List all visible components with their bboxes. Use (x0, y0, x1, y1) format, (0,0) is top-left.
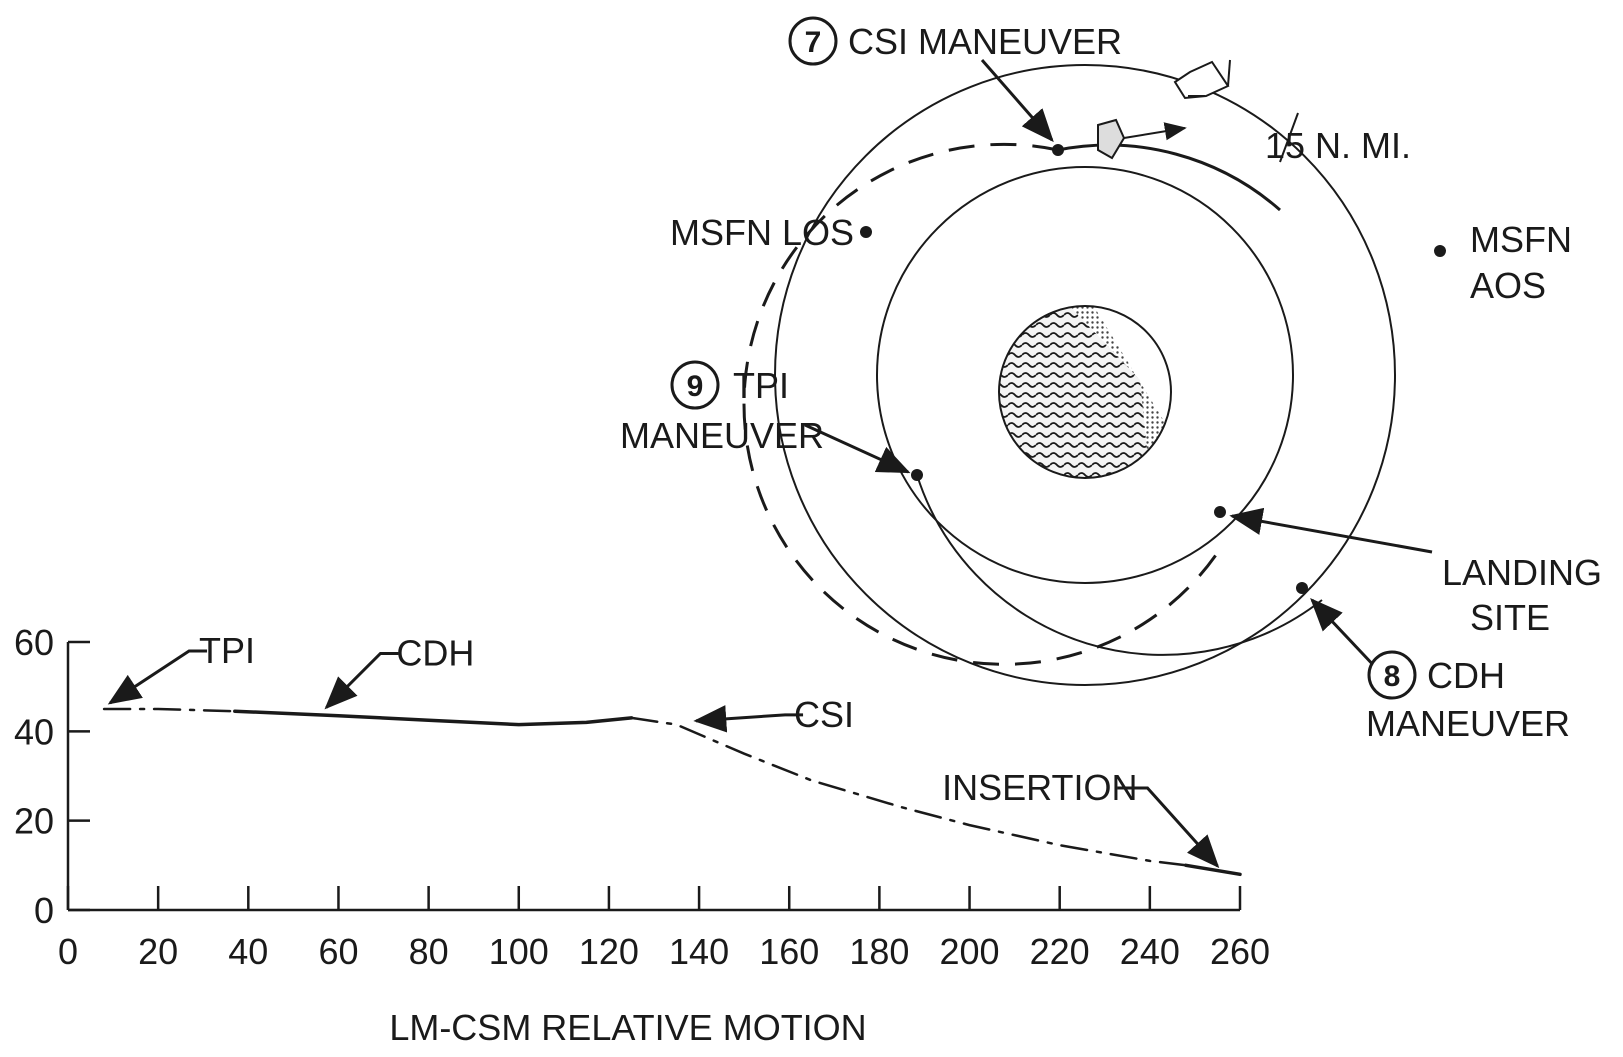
x-tick-label: 180 (849, 931, 909, 972)
msfn-los-label: MSFN LOS (670, 212, 854, 253)
cdh-label-line1: CDH (1427, 655, 1505, 696)
landing-site-line2: SITE (1470, 597, 1550, 638)
distance-label: 15 N. MI. (1265, 125, 1411, 166)
series-coast-0 (104, 709, 235, 711)
x-axis-ticks: 0 20 40 60 80 100 120 140 160 180 200 220 240 260 (58, 886, 1270, 972)
msfn-los-point (860, 226, 872, 238)
landing-site-point (1214, 506, 1226, 518)
csm-spacecraft-icon (1175, 60, 1230, 98)
chart-annotations: TPI CDH CSI INSERTION (110, 630, 1217, 866)
annotation-label-cdh: CDH (396, 632, 474, 673)
x-tick-label: 260 (1210, 931, 1270, 972)
csi-badge-number: 7 (805, 26, 822, 59)
annotation-arrow (110, 651, 207, 703)
cdh-badge: 8 (1369, 652, 1415, 698)
tpi-label-line2: MANEUVER (620, 415, 824, 456)
y-axis-ticks: 0 20 40 60 (14, 622, 90, 931)
tpi-label-line1: TPI (733, 365, 789, 406)
annotation-arrow (326, 653, 398, 707)
cdh-label-line2: MANEUVER (1366, 703, 1570, 744)
x-tick-label: 240 (1120, 931, 1180, 972)
x-tick-label: 140 (669, 931, 729, 972)
x-tick-label: 40 (228, 931, 268, 972)
landing-site-line1: LANDING (1442, 552, 1602, 593)
x-tick-label: 80 (409, 931, 449, 972)
cdh-badge-number: 8 (1384, 660, 1401, 693)
lm-trajectory-solid-upper (1058, 145, 1280, 210)
tpi-badge-number: 9 (687, 370, 704, 403)
series-powered-3 (1186, 865, 1240, 874)
msfn-aos-point (1434, 245, 1446, 257)
annotation-label-csi: CSI (794, 694, 854, 735)
tpi-badge: 9 (672, 362, 718, 408)
msfn-aos-line1: MSFN (1470, 219, 1572, 260)
x-tick-label: 120 (579, 931, 639, 972)
y-tick-label: 0 (34, 890, 54, 931)
y-tick-label: 40 (14, 711, 54, 752)
x-tick-label: 20 (138, 931, 178, 972)
cdh-point (1296, 582, 1308, 594)
tpi-point (911, 469, 923, 481)
msfn-aos-line2: AOS (1470, 265, 1546, 306)
chart-title: LM-CSM RELATIVE MOTION (389, 1007, 866, 1048)
annotation-label-tpi: TPI (199, 630, 255, 671)
orbit-diagram: 7 CSI MANEUVER 9 TPI MANEUVER 8 CDH MANE… (620, 18, 1602, 744)
landing-site-arrow (1232, 516, 1432, 552)
x-tick-label: 200 (939, 931, 999, 972)
csi-maneuver-label: CSI MANEUVER (848, 21, 1122, 62)
x-tick-label: 220 (1030, 931, 1090, 972)
y-tick-label: 20 (14, 801, 54, 842)
lm-trajectory-solid-lower (917, 475, 1322, 655)
x-tick-label: 60 (318, 931, 358, 972)
series-powered-1 (235, 711, 632, 724)
x-tick-label: 160 (759, 931, 819, 972)
cdh-arrow (1312, 600, 1378, 670)
csi-badge: 7 (790, 18, 836, 64)
x-tick-label: 100 (489, 931, 549, 972)
annotation-label-insertion: INSERTION (942, 767, 1137, 808)
y-tick-label: 60 (14, 622, 54, 663)
csi-point (1052, 144, 1064, 156)
x-tick-label: 0 (58, 931, 78, 972)
annotation-arrow (696, 715, 803, 721)
